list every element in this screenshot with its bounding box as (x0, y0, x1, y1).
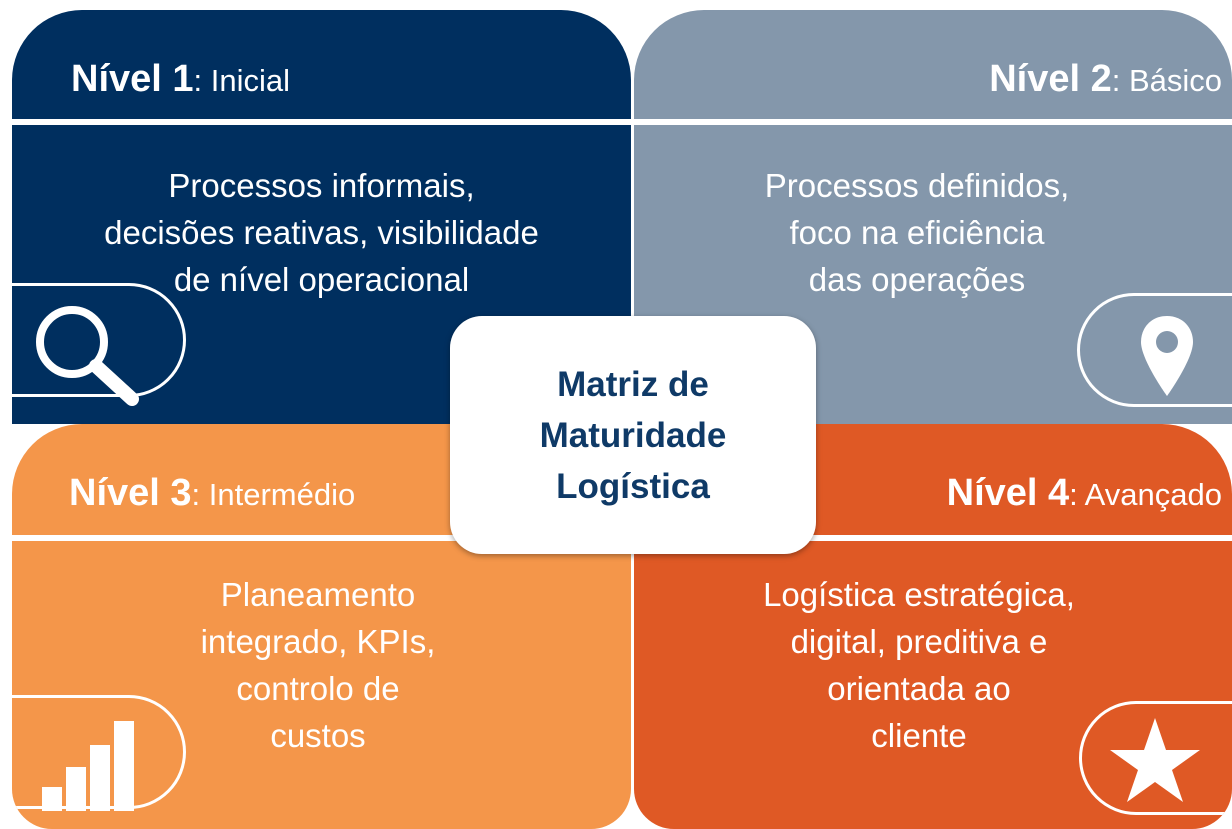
level-3-description-line: custos (270, 717, 366, 754)
level-4-name: : Avançado (1069, 477, 1222, 512)
level-2-description-line: foco na eficiência (789, 214, 1045, 251)
level-3-description-line: controlo de (236, 670, 400, 707)
bar-chart-icon (42, 721, 134, 811)
level-2-divider (634, 119, 1232, 125)
level-4-title: Nível 4: Avançado (947, 474, 1222, 512)
level-1-name: : Inicial (193, 63, 291, 98)
level-4-description-line: digital, preditiva e (790, 623, 1048, 660)
center-title-line: Logística (556, 466, 710, 506)
level-2-title: Nível 2: Básico (989, 60, 1222, 98)
star-icon (1110, 718, 1200, 802)
level-4-icon-frame (1079, 701, 1232, 815)
level-2-icon-frame (1077, 293, 1232, 407)
level-1-description-line: de nível operacional (173, 261, 470, 298)
level-4-divider (634, 535, 1232, 541)
level-2-name: : Básico (1111, 63, 1222, 98)
level-3-title: Nível 3: Intermédio (69, 474, 355, 512)
magnifier-icon (36, 306, 139, 406)
level-1-number: Nível 1 (71, 58, 194, 100)
level-1-divider (12, 119, 631, 125)
quadrant-level-2: Nível 2: Básico Processos definidos, foc… (634, 10, 1232, 424)
location-pin-icon (1141, 316, 1193, 396)
quadrant-level-1: Nível 1: Inicial Processos informais, de… (12, 10, 631, 424)
level-2-description-line: das operações (808, 261, 1026, 298)
level-3-description-line: integrado, KPIs, (200, 623, 436, 660)
level-2-description: Processos definidos, foco na eficiência … (634, 162, 1200, 303)
level-3-divider (12, 535, 631, 541)
level-3-description: Planeamento integrado, KPIs, controlo de… (12, 571, 624, 759)
level-4-number: Nível 4 (946, 472, 1070, 514)
level-2-number: Nível 2 (989, 58, 1112, 100)
level-3-number: Nível 3 (69, 472, 192, 514)
level-1-icon-frame (12, 283, 186, 397)
level-4-description-line: cliente (871, 717, 967, 754)
level-1-title: Nível 1: Inicial (71, 60, 290, 98)
center-title-box: Matriz de Maturidade Logística (450, 316, 816, 554)
level-3-description-line: Planeamento (220, 576, 416, 613)
level-2-description-line: Processos definidos, (764, 167, 1070, 204)
level-4-description-line: orientada ao (827, 670, 1011, 707)
level-1-description-line: Processos informais, (168, 167, 475, 204)
center-title-line: Maturidade (539, 415, 727, 455)
level-1-description-line: decisões reativas, visibilidade (104, 214, 539, 251)
level-4-description: Logística estratégica, digital, preditiv… (634, 571, 1204, 759)
level-4-description-line: Logística estratégica, (763, 576, 1075, 613)
center-title-line: Matriz de (557, 364, 709, 404)
level-3-name: : Intermédio (191, 477, 356, 512)
level-1-description: Processos informais, decisões reativas, … (12, 162, 631, 303)
